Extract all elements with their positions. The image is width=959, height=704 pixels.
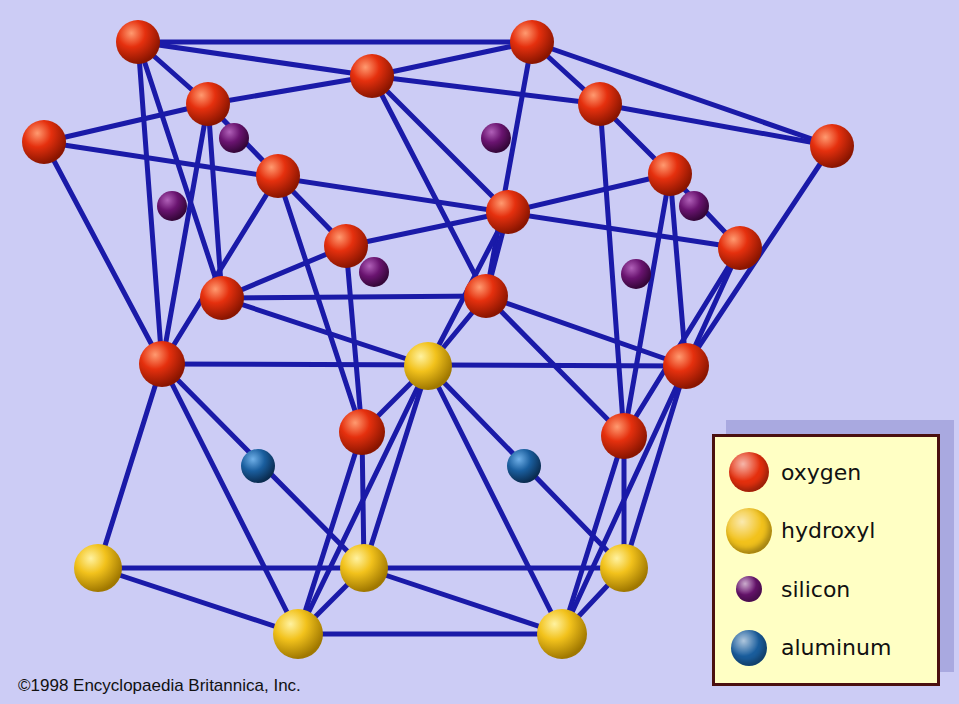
legend-row: aluminum <box>723 622 929 674</box>
silicon-atom <box>679 191 709 221</box>
bond-rod <box>98 568 298 634</box>
bond-rod <box>364 568 562 634</box>
oxygen-atom <box>116 20 160 64</box>
bond-rod <box>562 366 686 634</box>
hydroxyl-atom <box>273 609 323 659</box>
bond-rod <box>372 42 532 76</box>
oxygen-atom <box>200 276 244 320</box>
bond-rod <box>428 212 508 366</box>
silicon-atom <box>621 259 651 289</box>
bond-rod <box>162 364 364 568</box>
legend-text: oxygen <box>781 460 861 485</box>
bond-rod <box>222 296 486 298</box>
bond-rod <box>364 366 428 568</box>
legend-swatch-cell <box>723 622 775 674</box>
oxygen-atom <box>186 82 230 126</box>
legend-text: aluminum <box>781 635 891 660</box>
aluminum-atom <box>241 449 275 483</box>
legend-swatch <box>731 630 767 666</box>
bond-rod <box>372 76 600 104</box>
bond-rod <box>208 76 372 104</box>
oxygen-atom <box>339 409 385 455</box>
legend-swatch <box>729 452 769 492</box>
silicon-atom <box>481 123 511 153</box>
bond-rod <box>138 40 532 45</box>
legend-row: oxygen <box>723 446 929 498</box>
silicon-atom <box>157 191 187 221</box>
bond-rod <box>44 142 162 364</box>
bond-rod <box>298 632 562 637</box>
hydroxyl-atom <box>600 544 648 592</box>
silicon-atom <box>219 123 249 153</box>
oxygen-atom <box>663 343 709 389</box>
legend-row: silicon <box>723 563 929 615</box>
bond-rod <box>278 176 362 432</box>
legend-swatch-cell <box>723 563 775 615</box>
bond-rod <box>486 296 686 366</box>
legend-box: oxygen hydroxyl silicon aluminum <box>712 434 940 686</box>
legend-swatch-cell <box>723 446 775 498</box>
oxygen-atom <box>718 226 762 270</box>
bond-rod <box>532 42 832 146</box>
aluminum-atom <box>507 449 541 483</box>
legend-text: hydroxyl <box>781 518 875 543</box>
legend-row: hydroxyl <box>723 505 929 557</box>
oxygen-atom <box>350 54 394 98</box>
hydroxyl-atom <box>74 544 122 592</box>
bond-rod <box>600 104 624 436</box>
legend-text: silicon <box>781 577 850 602</box>
oxygen-atom <box>810 124 854 168</box>
bond-rod <box>486 42 532 296</box>
bond-rod <box>624 366 686 568</box>
bond-rod <box>364 566 624 571</box>
oxygen-atom <box>256 154 300 198</box>
bond-rod <box>44 104 208 142</box>
hydroxyl-atom <box>340 544 388 592</box>
oxygen-atom <box>578 82 622 126</box>
bond-rod <box>222 298 428 366</box>
legend-swatch <box>726 508 772 554</box>
oxygen-atom <box>324 224 368 268</box>
oxygen-atom <box>601 413 647 459</box>
copyright-note: ©1998 Encyclopaedia Britannica, Inc. <box>18 676 301 696</box>
bond-rod <box>508 174 670 212</box>
bond-rod <box>346 212 508 246</box>
oxygen-atom <box>464 274 508 318</box>
bond-rod <box>298 366 428 634</box>
hydroxyl-atom <box>537 609 587 659</box>
oxygen-atom <box>486 190 530 234</box>
legend-swatch-cell <box>723 505 775 557</box>
legend-swatch <box>736 576 762 602</box>
bond-rod <box>98 566 364 571</box>
oxygen-atom <box>22 120 66 164</box>
hydroxyl-atom <box>404 342 452 390</box>
silicon-atom <box>359 257 389 287</box>
bond-rod <box>372 76 486 296</box>
bond-rod <box>98 364 162 568</box>
oxygen-atom <box>648 152 692 196</box>
oxygen-atom <box>139 341 185 387</box>
bond-rod <box>562 436 624 634</box>
bond-rod <box>686 146 832 366</box>
oxygen-atom <box>510 20 554 64</box>
